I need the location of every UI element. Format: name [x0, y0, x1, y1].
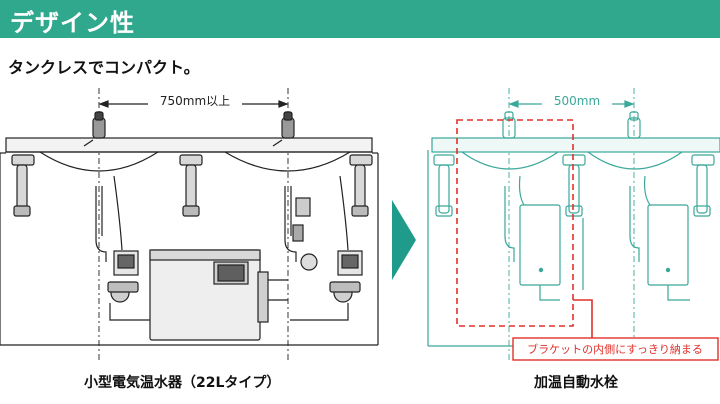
- left-bracket-1: [11, 154, 35, 217]
- right-diagram: [427, 88, 720, 360]
- left-valve-2: [290, 281, 361, 321]
- left-controller-2: [337, 250, 363, 276]
- left-diagram: [0, 88, 379, 360]
- subtitle: タンクレスでコンパクト。: [8, 58, 200, 77]
- right-faucet-2: [627, 111, 641, 139]
- left-caption: 小型電気温水器（22Lタイプ）: [84, 375, 281, 391]
- left-regulator: [292, 197, 318, 271]
- right-heater-unit-1: [519, 204, 561, 301]
- left-water-heater: [149, 249, 288, 341]
- right-caption: 加温自動水栓: [534, 375, 618, 391]
- header-bar: デザイン性: [0, 0, 720, 38]
- right-bracket-2: [562, 154, 586, 217]
- left-bracket-3: [349, 154, 373, 217]
- callout-box: [512, 337, 719, 361]
- right-dimension-label: 500mm: [554, 94, 600, 108]
- left-dimension-label: 750mm以上: [160, 94, 230, 108]
- left-bracket-2: [179, 154, 203, 217]
- right-bracket-3: [691, 154, 715, 217]
- left-faucet-2: [272, 111, 295, 147]
- left-valve-1: [107, 281, 150, 321]
- callout-text: ブラケットの内側にすっきり納まる: [527, 342, 703, 356]
- red-highlight: [456, 119, 593, 338]
- left-controller-1: [113, 250, 139, 276]
- right-heater-unit-2: [647, 204, 690, 301]
- right-bracket-1: [433, 154, 455, 217]
- header-title: デザイン性: [10, 9, 135, 37]
- right-arrow: [392, 200, 416, 280]
- left-faucet-1: [83, 111, 106, 147]
